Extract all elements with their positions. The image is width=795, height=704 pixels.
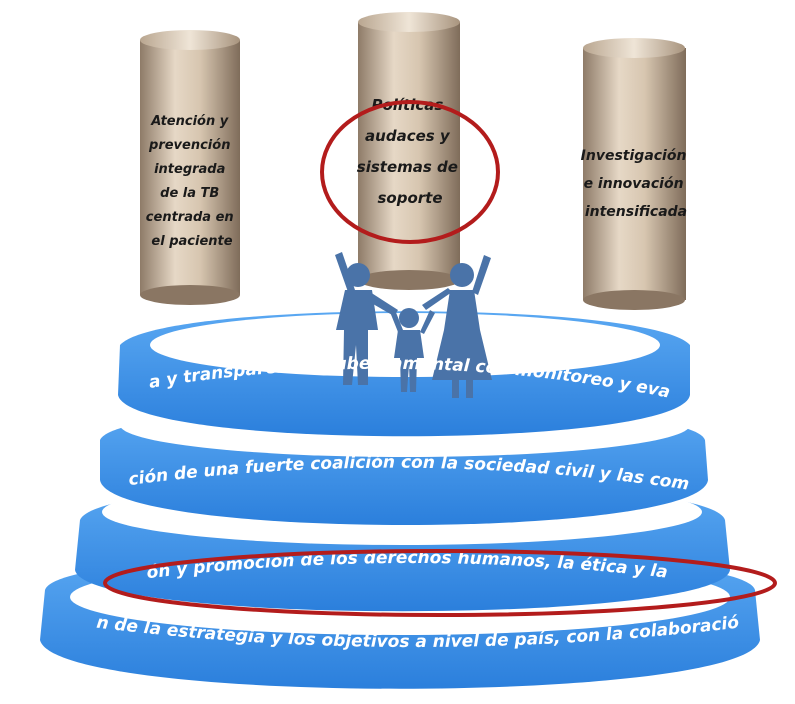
family-people-icon <box>335 252 492 398</box>
highlight-circle-pillar-2 <box>320 100 500 244</box>
pillar-3: Investigación e innovación intensificada <box>581 38 692 310</box>
pillar-1-text: Atención y prevención integrada de la TB… <box>146 114 238 249</box>
pillar-1: Atención y prevención integrada de la TB… <box>140 30 240 305</box>
pillar-2-text: Políticas audaces y sistemas de soporte <box>357 96 463 207</box>
highlight-ellipse-tier-3 <box>103 549 777 617</box>
highlight-markers <box>103 100 777 617</box>
pillars: Atención y prevención integrada de la TB… <box>140 12 692 310</box>
pillar-2: Políticas audaces y sistemas de soporte <box>357 12 463 290</box>
pillar-3-text: Investigación e innovación intensificada <box>581 148 692 220</box>
